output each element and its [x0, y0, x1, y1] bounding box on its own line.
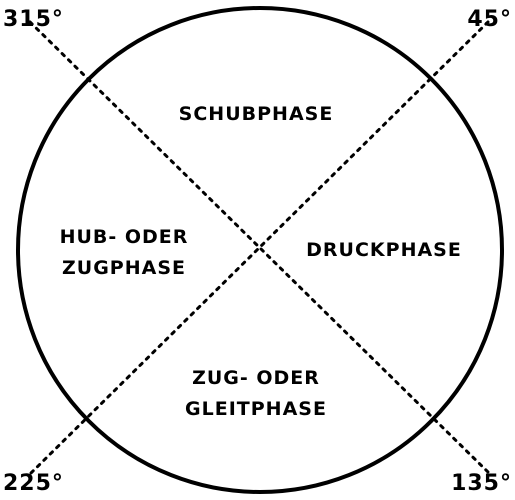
- phase-circle: [16, 6, 504, 494]
- phase-label-top: SCHUBPHASE: [179, 103, 334, 125]
- phase-label-left-line1: HUB- ODER: [60, 226, 189, 248]
- diagonal-315-135: [28, 20, 492, 476]
- phase-label-bottom-line1: ZUG- ODER: [192, 367, 320, 389]
- phase-label-right: DRUCKPHASE: [306, 239, 462, 261]
- diagonal-45-225: [28, 20, 490, 476]
- phase-label-bottom-line2: GLEITPHASE: [185, 398, 327, 420]
- angle-label-315: 315°: [3, 7, 64, 32]
- phase-label-left-line2: ZUGPHASE: [62, 257, 186, 279]
- angle-label-225: 225°: [3, 471, 64, 496]
- angle-label-135: 135°: [451, 471, 512, 496]
- angle-label-45: 45°: [467, 7, 512, 32]
